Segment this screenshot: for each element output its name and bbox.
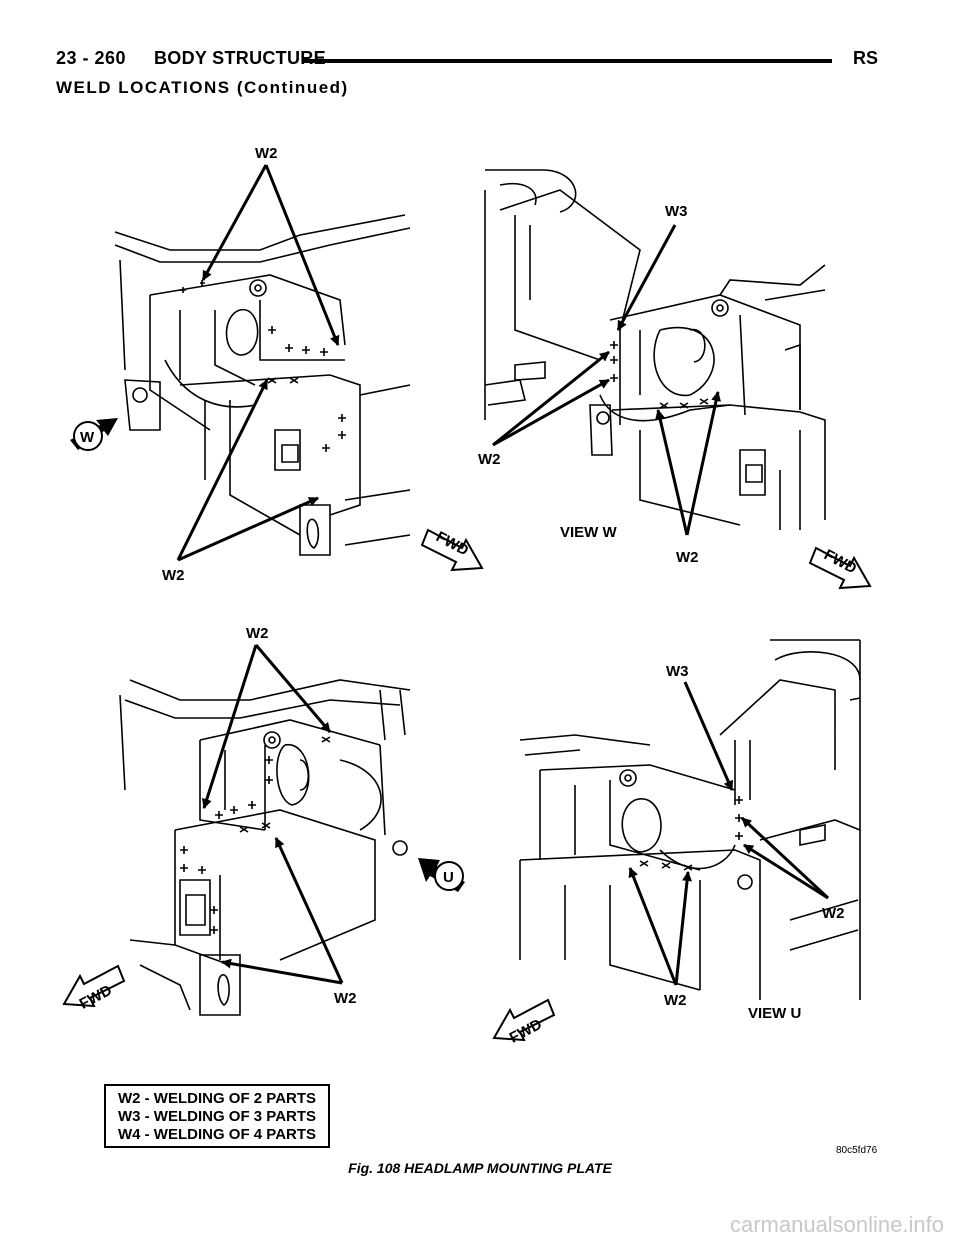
w2-label: W2: [664, 992, 687, 1009]
w2-label: W2: [334, 990, 357, 1007]
callout-arrows-view-u: [628, 681, 830, 986]
w2-label: W2: [478, 451, 501, 468]
callout-arrows-view-w: [492, 224, 721, 536]
view-u-direction-arrow: U: [418, 858, 465, 892]
bracket-drawing-view-u: [519, 639, 861, 1000]
legend-item-w3: W3 - WELDING OF 3 PARTS: [117, 1108, 317, 1125]
chapter-title: BODY STRUCTURE: [154, 48, 326, 68]
view-u-label: VIEW U: [748, 1005, 801, 1022]
section-title: WELD LOCATIONS (Continued): [56, 78, 349, 97]
legend-item-w2: W2 - WELDING OF 2 PARTS: [117, 1090, 317, 1107]
bracket-drawing-top-left: [114, 214, 411, 556]
view-w-direction-arrow: W: [70, 418, 118, 451]
figure-code: 80c5fd76: [836, 1145, 878, 1156]
w3-label: W3: [666, 663, 689, 680]
bracket-drawing-bottom-left: [119, 679, 411, 1016]
callout-arrows-bottom-left: [201, 644, 344, 985]
page-number: 23 - 260: [56, 48, 127, 68]
w2-label: W2: [676, 549, 699, 566]
view-u-marker: U: [443, 869, 454, 886]
legend-item-w4: W4 - WELDING OF 4 PARTS: [117, 1126, 317, 1143]
w2-label: W2: [822, 905, 845, 922]
w2-label: W2: [255, 145, 278, 162]
fwd-arrow-icon: FWD: [62, 964, 126, 1013]
fwd-arrow-icon: FWD: [808, 546, 872, 590]
weld-legend-box: W2 - WELDING OF 2 PARTS W3 - WELDING OF …: [104, 1084, 330, 1148]
bracket-drawing-view-w: [484, 169, 826, 530]
watermark: carmanualsonline.info: [729, 1212, 944, 1237]
w2-label: W2: [246, 625, 269, 642]
model-code: RS: [852, 48, 878, 68]
fwd-arrow-icon: FWD: [420, 528, 484, 572]
callout-arrows-top-left: [176, 164, 340, 562]
header-rule: [304, 59, 832, 63]
w3-label: W3: [665, 203, 688, 220]
view-w-marker: W: [80, 429, 95, 446]
w2-label: W2: [162, 567, 185, 584]
view-w-label: VIEW W: [560, 524, 618, 541]
figure-caption: Fig. 108 HEADLAMP MOUNTING PLATE: [348, 1160, 612, 1176]
page-header: 23 - 260 BODY STRUCTURE RS: [56, 44, 878, 74]
fwd-arrow-icon: FWD: [492, 998, 556, 1047]
